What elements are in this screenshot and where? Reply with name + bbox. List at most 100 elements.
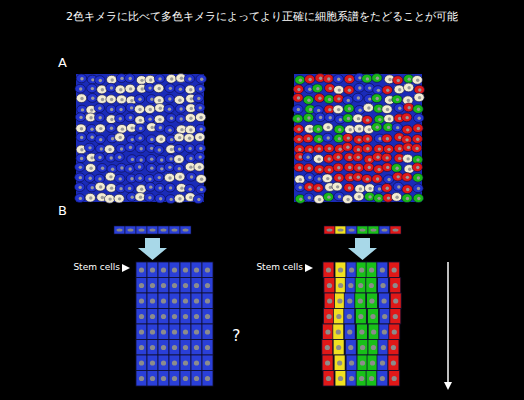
nucleus xyxy=(325,329,330,334)
cell xyxy=(136,293,147,309)
nucleus xyxy=(188,147,191,150)
cell xyxy=(413,184,423,193)
nucleus xyxy=(198,165,201,168)
nucleus xyxy=(170,148,173,151)
nucleus xyxy=(150,329,155,334)
nucleus xyxy=(297,108,300,111)
nucleus xyxy=(130,99,133,102)
nucleus xyxy=(178,147,181,150)
nucleus xyxy=(316,87,319,90)
nucleus xyxy=(194,314,199,319)
cell xyxy=(134,174,144,183)
cell xyxy=(356,262,367,278)
nucleus xyxy=(158,77,161,80)
cell xyxy=(354,192,364,201)
cell xyxy=(164,104,174,113)
nucleus xyxy=(396,126,399,129)
cell xyxy=(343,114,353,123)
nucleus xyxy=(170,117,173,120)
nucleus xyxy=(396,175,399,178)
nucleus xyxy=(349,360,354,365)
nucleus xyxy=(416,158,419,161)
cell xyxy=(373,86,383,95)
cell xyxy=(324,293,335,309)
nucleus xyxy=(336,329,341,334)
cell xyxy=(324,278,335,294)
cell xyxy=(146,154,156,163)
cell xyxy=(293,114,303,123)
nucleus xyxy=(336,185,339,188)
nucleus xyxy=(380,360,385,365)
cell xyxy=(136,371,147,387)
nucleus xyxy=(194,345,199,350)
nucleus xyxy=(139,376,144,381)
cell xyxy=(383,145,393,154)
cell xyxy=(346,262,357,278)
cell xyxy=(155,194,165,203)
nucleus xyxy=(179,175,182,178)
nucleus xyxy=(337,360,342,365)
cell xyxy=(366,262,377,278)
nucleus xyxy=(91,186,94,189)
cell xyxy=(174,144,184,153)
cell xyxy=(344,75,354,84)
cell xyxy=(195,144,205,153)
nucleus xyxy=(90,108,93,111)
cell xyxy=(293,93,303,102)
cell xyxy=(303,113,313,122)
cell xyxy=(303,96,313,105)
cell xyxy=(185,125,195,134)
cell xyxy=(366,278,377,294)
cell xyxy=(354,83,364,92)
cell xyxy=(147,309,158,325)
cell xyxy=(377,371,388,387)
cell xyxy=(84,143,94,152)
nucleus xyxy=(128,187,131,190)
nucleus xyxy=(358,108,361,111)
cell xyxy=(323,123,333,132)
nucleus xyxy=(357,156,360,159)
cell xyxy=(180,226,191,234)
nucleus xyxy=(160,167,163,170)
nucleus xyxy=(139,147,142,150)
cell xyxy=(164,163,174,172)
cell xyxy=(106,75,116,84)
cell xyxy=(413,114,423,123)
nucleus xyxy=(199,116,202,119)
nucleus xyxy=(172,329,177,334)
cell xyxy=(180,293,191,309)
cell xyxy=(202,262,213,278)
cell xyxy=(135,124,145,133)
nucleus xyxy=(205,376,210,381)
cell xyxy=(106,124,116,133)
nucleus xyxy=(188,137,191,140)
nucleus xyxy=(346,146,349,149)
cell xyxy=(169,226,180,234)
nucleus xyxy=(319,77,322,80)
nucleus xyxy=(80,97,83,100)
nucleus xyxy=(387,126,390,129)
cell xyxy=(353,153,363,162)
nucleus xyxy=(79,87,82,90)
nucleus xyxy=(368,86,371,89)
cell xyxy=(377,262,388,278)
cell xyxy=(333,105,343,114)
nucleus xyxy=(417,197,420,200)
nucleus xyxy=(91,87,94,90)
nucleus xyxy=(161,376,166,381)
nucleus xyxy=(149,108,152,111)
nucleus xyxy=(397,79,400,82)
cell xyxy=(184,184,194,193)
nucleus xyxy=(139,360,144,365)
nucleus xyxy=(349,176,352,179)
cell xyxy=(185,114,195,123)
cell xyxy=(344,324,355,340)
nucleus xyxy=(160,138,163,141)
cell xyxy=(164,94,174,103)
nucleus xyxy=(358,314,363,319)
cell xyxy=(75,173,85,182)
cell xyxy=(136,355,147,371)
cell xyxy=(362,115,372,124)
nucleus xyxy=(417,176,420,179)
nucleus xyxy=(308,87,311,90)
